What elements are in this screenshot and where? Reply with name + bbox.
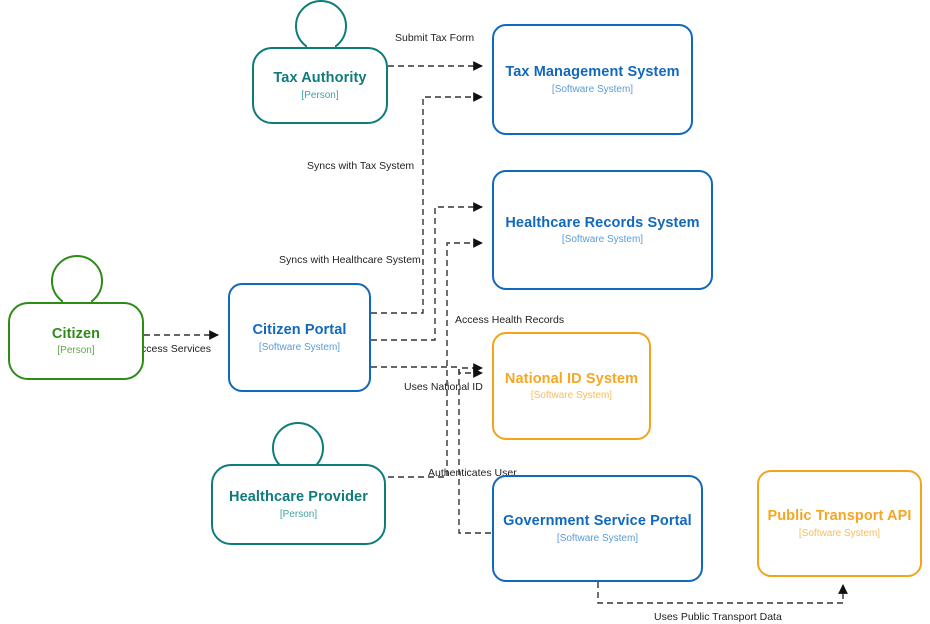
node-title: Citizen <box>51 325 101 342</box>
node-tax-authority[interactable]: Tax Authority [Person] <box>252 0 388 124</box>
edge-label-submit-tax-form: Submit Tax Form <box>395 32 475 44</box>
edge-label-syncs-with-healthcare-system: Syncs with Healthcare System <box>279 254 421 266</box>
edge-uses-national-id <box>371 366 483 378</box>
node-public-transport-api[interactable]: Public Transport API [Software System] <box>757 470 922 577</box>
node-body-healthcare-provider[interactable]: Healthcare Provider [Person] <box>211 464 386 545</box>
node-body-citizen[interactable]: Citizen [Person] <box>8 302 144 380</box>
edge-label-uses-public-transport-data: Uses Public Transport Data <box>654 611 782 623</box>
node-subtitle: [Person] <box>279 508 318 520</box>
node-title: Healthcare Provider <box>229 489 368 506</box>
node-title: Citizen Portal <box>252 322 347 339</box>
node-tax-management-system[interactable]: Tax Management System [Software System] <box>492 24 693 135</box>
node-title: National ID System <box>504 370 639 387</box>
node-subtitle: [Software System] <box>551 83 634 95</box>
edge-label-syncs-with-tax-system: Syncs with Tax System <box>307 160 415 172</box>
edge-label-uses-national-id: Uses National ID <box>404 381 483 393</box>
node-subtitle: [Software System] <box>258 341 341 353</box>
node-healthcare-records-system[interactable]: Healthcare Records System [Software Syst… <box>492 170 713 290</box>
node-citizen-portal[interactable]: Citizen Portal [Software System] <box>228 283 371 392</box>
node-subtitle: [Software System] <box>530 390 613 402</box>
edge-label-authenticates-user: Authenticates User <box>428 467 517 479</box>
node-citizen[interactable]: Citizen [Person] <box>8 255 144 380</box>
edge-label-access-services: Access Services <box>134 343 212 355</box>
node-subtitle: [Software System] <box>798 527 881 539</box>
node-title: Tax Management System <box>505 64 680 81</box>
edge-label-access-health-records: Access Health Records <box>455 314 565 326</box>
node-body-tax-authority[interactable]: Tax Authority [Person] <box>252 47 388 124</box>
node-title: Healthcare Records System <box>505 214 700 231</box>
node-title: Tax Authority <box>273 70 367 87</box>
edge-uses-public-transport-data <box>597 582 848 604</box>
node-healthcare-provider[interactable]: Healthcare Provider [Person] <box>211 422 386 545</box>
node-subtitle: [Software System] <box>556 532 639 544</box>
node-national-id-system[interactable]: National ID System [Software System] <box>492 332 651 440</box>
node-government-service-portal[interactable]: Government Service Portal [Software Syst… <box>492 475 703 582</box>
node-subtitle: [Software System] <box>561 234 644 246</box>
edge-syncs-with-tax-system <box>371 92 483 314</box>
node-title: Public Transport API <box>767 508 912 525</box>
node-subtitle: [Person] <box>57 345 95 357</box>
edge-access-health-records <box>388 238 483 478</box>
node-title: Government Service Portal <box>503 513 692 530</box>
node-subtitle: [Person] <box>301 89 339 101</box>
